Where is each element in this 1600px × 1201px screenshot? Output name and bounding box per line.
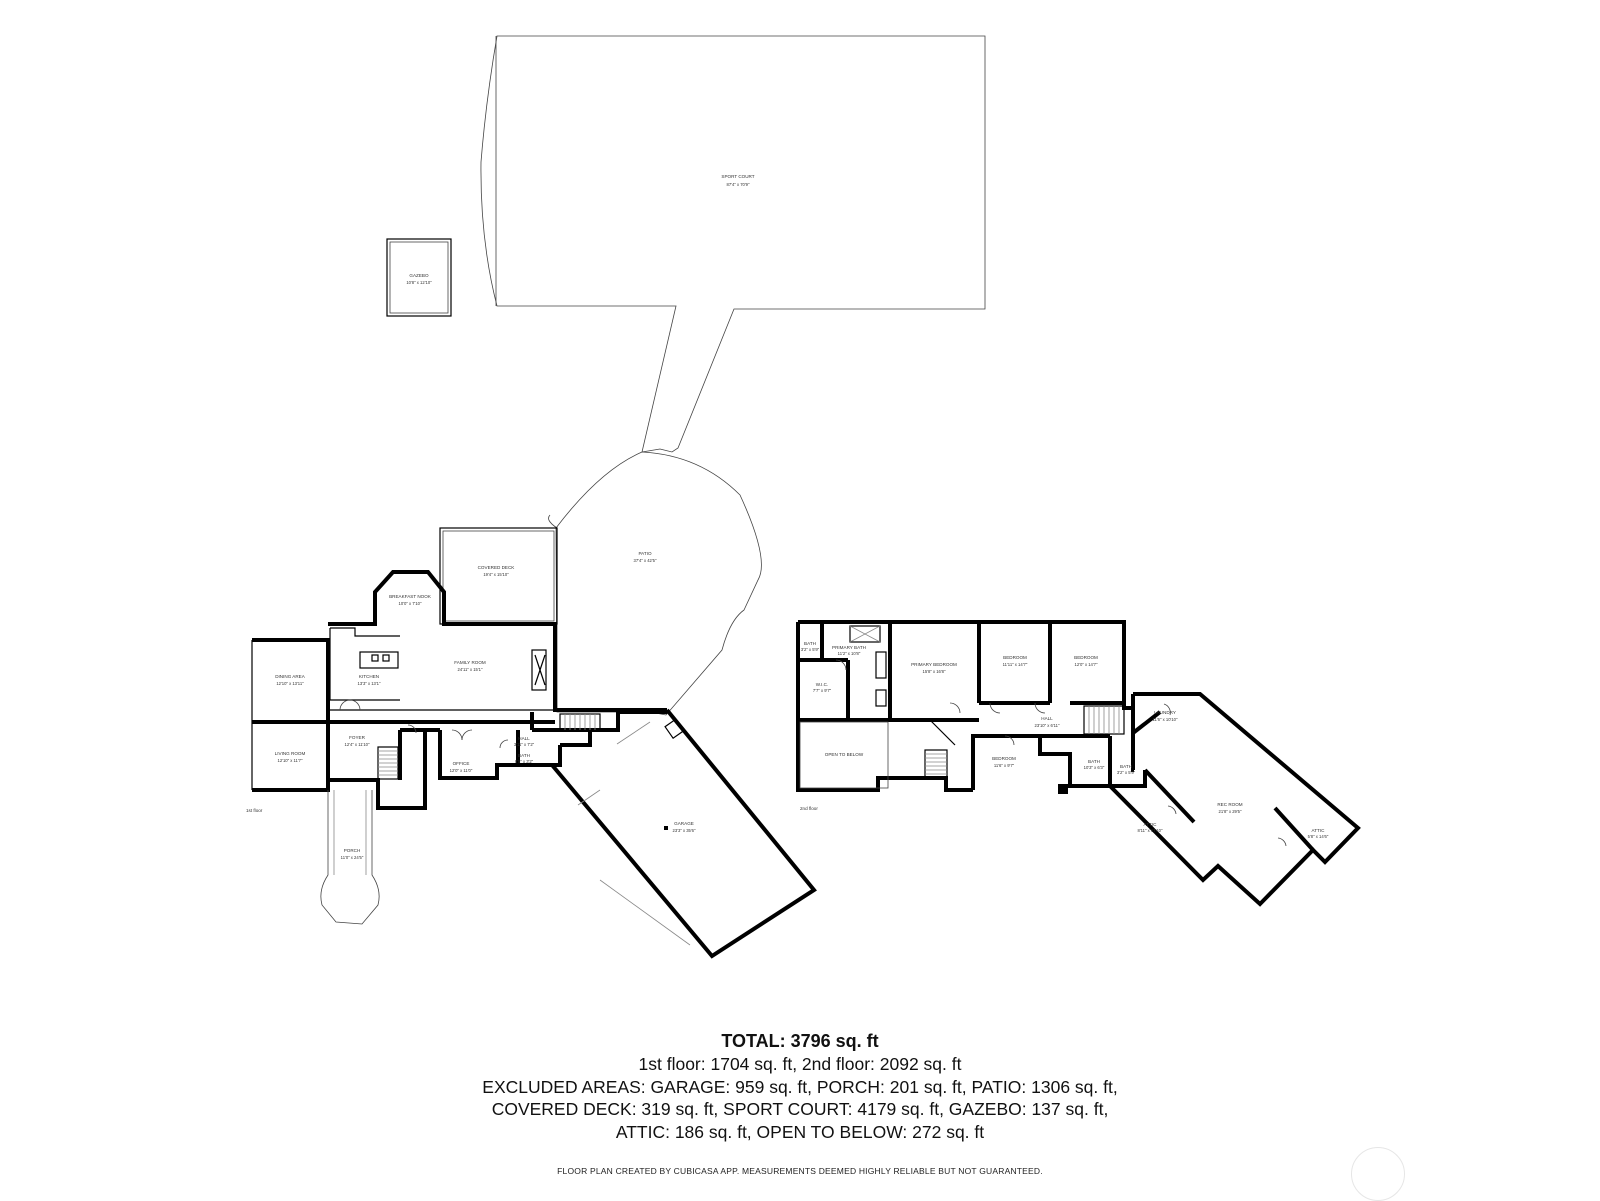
primary-bedroom-label: PRIMARY BEDROOM (911, 662, 957, 667)
primary-bath-label: PRIMARY BATH (832, 645, 866, 650)
excluded-areas-2: COVERED DECK: 319 sq. ft, SPORT COURT: 4… (491, 1099, 1109, 1119)
bath-1-label: BATH (518, 753, 530, 758)
watermark-logo-icon (1351, 1147, 1405, 1201)
covered-deck-dim: 19'4" x 15'10" (483, 572, 509, 577)
patio-dim: 37'4" x 42'5" (634, 558, 657, 563)
family-room-dim: 24'11" x 15'1" (458, 667, 483, 672)
living-room-label: LIVING ROOM (275, 751, 306, 756)
wic-label: W.I.C. (816, 682, 829, 687)
attic-a-dim: 8'11" x 17'10" (1138, 828, 1163, 833)
bedroom-c-dim: 11'6" x 9'7" (994, 763, 1015, 768)
second-floor: BATH 3'2" x 5'9" PRIMARY BATH 11'2" x 10… (796, 620, 1361, 907)
total-area: TOTAL: 3796 sq. ft (721, 1031, 879, 1051)
wic-dim: 7'7" x 9'7" (813, 688, 832, 693)
primary-bath-dim: 11'2" x 10'8" (838, 651, 861, 656)
sport-court-label: SPORT COURT (721, 174, 754, 179)
bedroom-b-dim: 12'0" x 14'7" (1075, 662, 1098, 667)
gazebo-dim: 10'8" x 12'10" (406, 280, 432, 285)
stairs-1 (377, 746, 399, 780)
bedroom-b-label: BEDROOM (1074, 655, 1098, 660)
foyer-label: FOYER (349, 735, 366, 740)
hall-1-label: HALL (518, 736, 530, 741)
covered-deck-label: COVERED DECK (478, 565, 516, 570)
office-label: OFFICE (453, 761, 470, 766)
bath-2c-dim: 3'2" x 5'9" (1117, 770, 1136, 775)
foyer-dim: 12'4" x 11'10" (345, 742, 370, 747)
stairs-2 (559, 713, 601, 731)
stairs-4 (1083, 705, 1125, 735)
bath-1-dim: 8'5" x 3'2" (515, 759, 534, 764)
porch-dim: 11'0" x 24'5" (341, 855, 364, 860)
disclaimer-note: FLOOR PLAN CREATED BY CUBICASA APP. MEAS… (557, 1166, 1043, 1176)
breakfast-nook-label: BREAKFAST NOOK (389, 594, 432, 599)
area-summary: TOTAL: 3796 sq. ft 1st floor: 1704 sq. f… (0, 1030, 1600, 1143)
office-dim: 12'0" x 11'0" (450, 768, 473, 773)
rec-room-label: REC ROOM (1217, 802, 1242, 807)
hall-2-label: HALL (1041, 716, 1053, 721)
second-floor-label: 2nd floor (800, 806, 818, 811)
open-to-below-label: OPEN TO BELOW (825, 752, 864, 757)
patio-label: PATIO (638, 551, 652, 556)
first-floor: COVERED DECK 19'4" x 15'10" (246, 527, 817, 959)
gazebo-label: GAZEBO (409, 273, 429, 278)
sport-court: SPORT COURT 87'4" x 70'9" (480, 35, 986, 453)
sport-court-dim: 87'4" x 70'9" (727, 182, 750, 187)
family-room-label: FAMILY ROOM (454, 660, 486, 665)
patio: PATIO 37'4" x 42'5" (548, 451, 762, 716)
living-room-dim: 12'10" x 11'7" (278, 758, 303, 763)
bath-2b-label: BATH (1088, 759, 1100, 764)
breakfast-nook-dim: 10'0" x 7'10" (399, 601, 422, 606)
bath-2a-dim: 3'2" x 5'9" (801, 647, 820, 652)
stairs-3 (924, 749, 948, 779)
garage-dim: 23'3" x 35'6" (673, 828, 696, 833)
bedroom-a-label: BEDROOM (1003, 655, 1027, 660)
bath-2a-label: BATH (804, 641, 816, 646)
primary-bedroom-dim: 15'8" x 16'8" (923, 669, 946, 674)
excluded-areas-1: EXCLUDED AREAS: GARAGE: 959 sq. ft, PORC… (482, 1076, 1118, 1097)
kitchen-label: KITCHEN (359, 674, 379, 679)
dining-area-dim: 12'10" x 13'11" (276, 681, 304, 686)
bath-2b-dim: 10'3" x 6'3" (1084, 765, 1105, 770)
attic-a-label: ATTIC (1144, 822, 1158, 827)
kitchen-dim: 13'3" x 13'1" (358, 681, 381, 686)
dining-area-label: DINING AREA (275, 674, 306, 679)
porch-label: PORCH (344, 848, 361, 853)
rec-room-dim: 21'8" x 29'5" (1219, 809, 1242, 814)
hall-1-dim: 3'11" x 7'2" (514, 742, 535, 747)
attic-b-label: ATTIC (1312, 828, 1326, 833)
laundry-label: LAUNDRY (1154, 710, 1176, 715)
bedroom-a-dim: 11'11" x 14'7" (1003, 662, 1028, 667)
excluded-areas-3: ATTIC: 186 sq. ft, OPEN TO BELOW: 272 sq… (615, 1121, 985, 1142)
first-floor-label: 1st floor (246, 808, 263, 813)
bedroom-c-label: BEDROOM (992, 756, 1016, 761)
laundry-dim: 11'6" x 10'10" (1153, 717, 1178, 722)
bath-2c-label: BATH (1120, 764, 1132, 769)
hall-2-dim: 23'10" x 6'11" (1035, 723, 1060, 728)
garage-label: GARAGE (674, 821, 694, 826)
attic-b-dim: 5'8" x 14'6" (1308, 834, 1329, 839)
gazebo: GAZEBO 10'8" x 12'10" (386, 238, 452, 317)
floor-areas: 1st floor: 1704 sq. ft, 2nd floor: 2092 … (638, 1054, 962, 1074)
